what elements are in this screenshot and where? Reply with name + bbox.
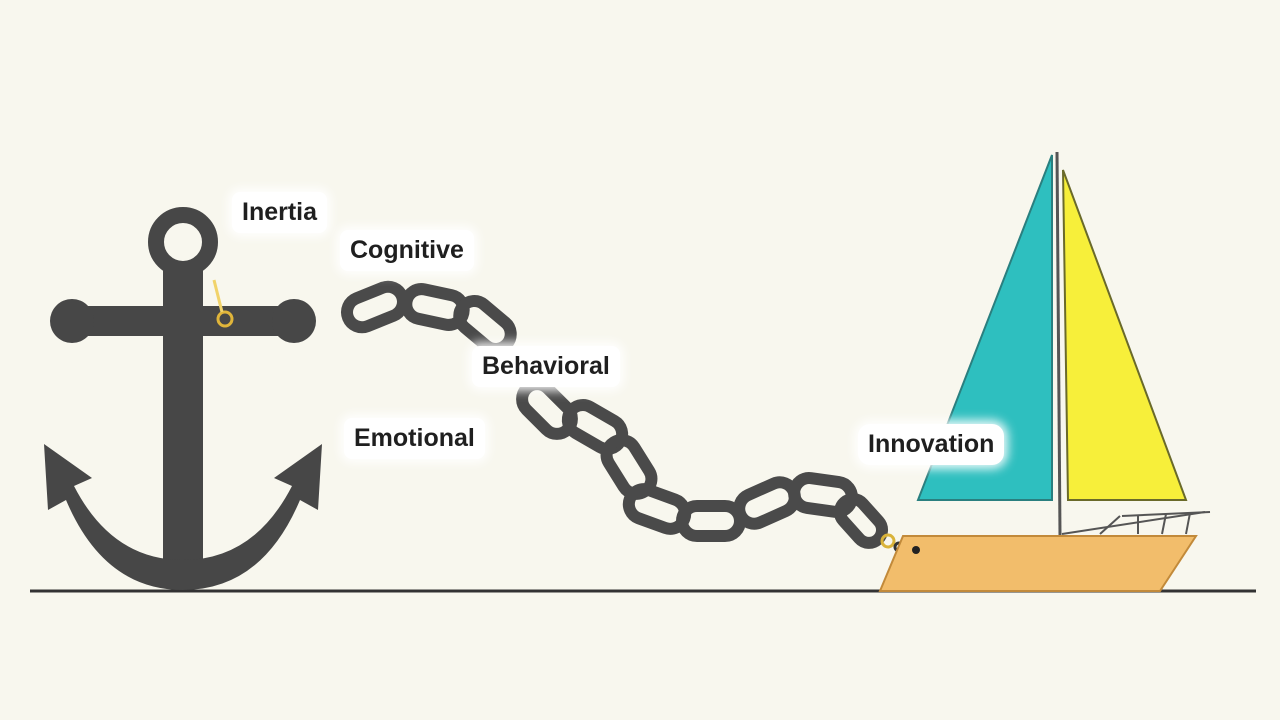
label-behavioral: Behavioral — [472, 346, 620, 387]
label-emotional: Emotional — [344, 418, 485, 459]
label-cognitive: Cognitive — [340, 230, 474, 271]
anchor-icon — [44, 207, 322, 590]
sailboat-icon — [878, 151, 1211, 592]
label-inertia: Inertia — [232, 192, 328, 233]
label-innovation: Innovation — [858, 424, 1005, 465]
chain-icon — [341, 280, 905, 553]
